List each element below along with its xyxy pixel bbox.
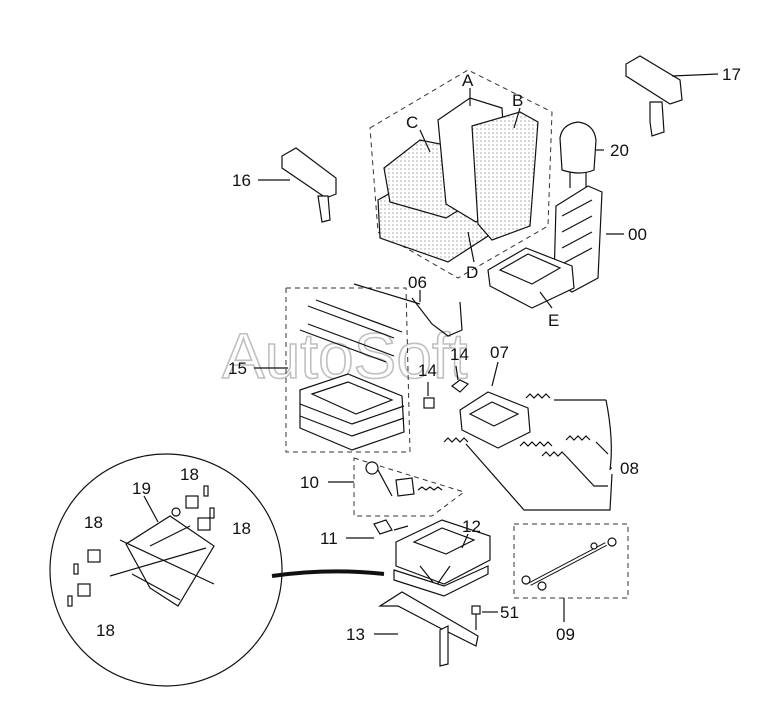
suspension-bracket	[423, 379, 531, 449]
seat-cushion-group	[369, 69, 553, 279]
label-14-a: 14	[418, 361, 437, 380]
label-E: E	[548, 311, 559, 330]
label-A: A	[462, 71, 474, 90]
headrest	[559, 121, 597, 188]
slide-rail-group	[285, 283, 421, 453]
label-12: 12	[462, 517, 481, 536]
label-08: 08	[620, 459, 639, 478]
label-51: 51	[500, 603, 519, 622]
adjust-handle	[377, 591, 479, 667]
label-16: 16	[232, 171, 251, 190]
springs-08	[443, 393, 613, 511]
label-07: 07	[490, 343, 509, 362]
label-18-d: 18	[96, 621, 115, 640]
label-13: 13	[346, 625, 365, 644]
detail-view	[49, 453, 385, 687]
label-B: B	[512, 91, 523, 110]
label-18-c: 18	[84, 513, 103, 532]
adjust-cable	[411, 297, 463, 337]
leader-lines	[143, 73, 719, 635]
fastener-group-10	[353, 457, 466, 517]
label-06: 06	[408, 273, 427, 292]
label-17: 17	[722, 65, 741, 84]
label-09: 09	[556, 625, 575, 644]
label-11: 11	[320, 529, 338, 548]
label-15: 15	[228, 359, 247, 378]
seat-frame	[487, 185, 603, 309]
bolt-51	[471, 605, 481, 630]
label-14-b: 14	[450, 345, 469, 364]
shock-absorber-group	[513, 523, 629, 599]
label-10: 10	[300, 473, 319, 492]
armrest-left	[281, 147, 337, 223]
armrest-right	[625, 55, 683, 137]
callout-labels: A B C D E 17 20 00 16 06 15 14 14 07 08 …	[84, 65, 741, 644]
clip-11	[373, 519, 409, 535]
label-18-a: 18	[180, 465, 199, 484]
label-D: D	[466, 263, 478, 282]
label-19: 19	[132, 479, 151, 498]
label-20: 20	[610, 141, 629, 160]
label-C: C	[406, 113, 418, 132]
label-00: 00	[628, 225, 647, 244]
label-18-b: 18	[232, 519, 251, 538]
